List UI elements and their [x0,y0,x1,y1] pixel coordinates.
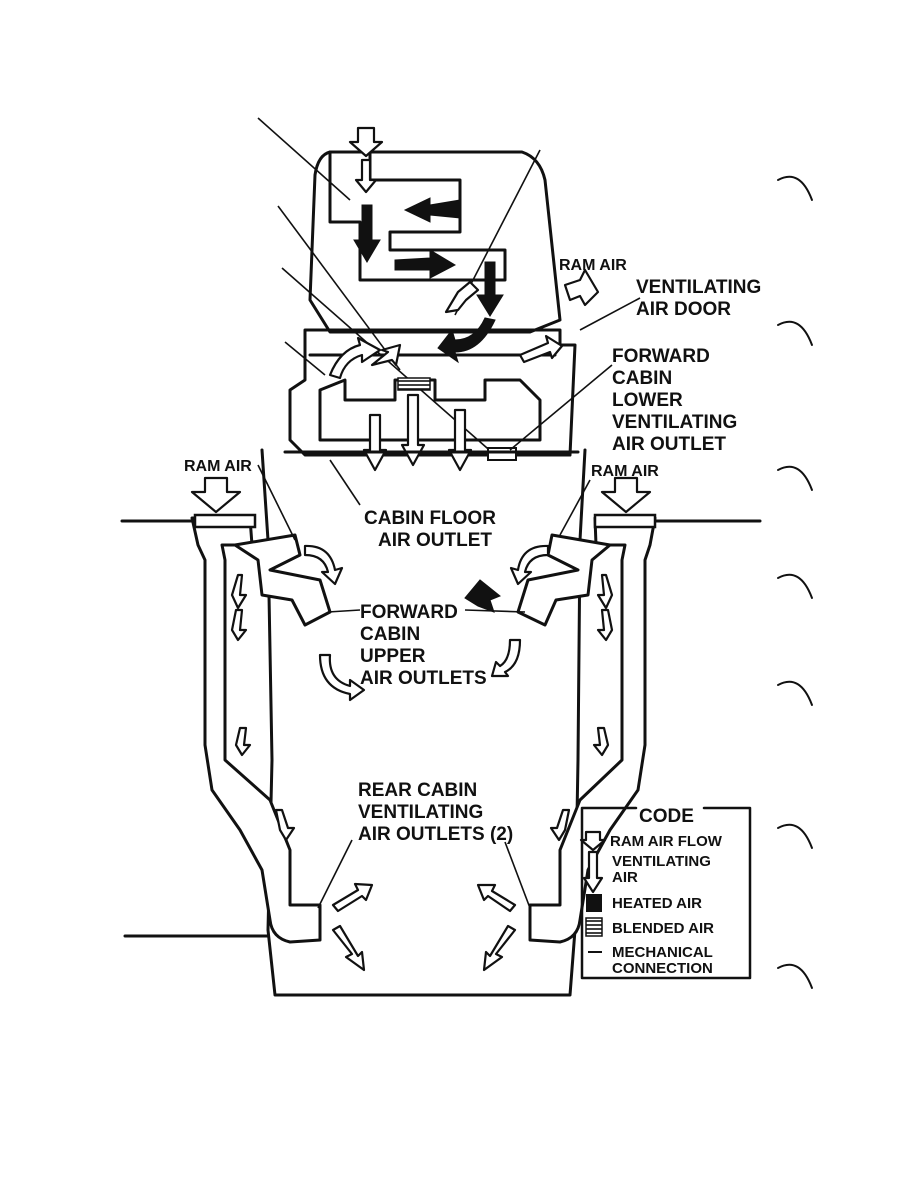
label-rear-cabin-1: REAR CABIN [358,780,477,801]
ventilating-arrow-icon [582,850,604,894]
label-leaders [257,297,641,909]
label-forward-cabin-lower-1: FORWARD [612,346,710,367]
ram-air-inlet-arrows [190,268,652,514]
legend-item-ventilating-2: AIR [612,869,638,886]
label-ram-air-right: RAM AIR [591,463,659,480]
label-cabin-floor-outlet-2: AIR OUTLET [378,530,492,551]
label-forward-cabin-lower-5: AIR OUTLET [612,434,726,455]
label-forward-cabin-lower-2: CABIN [612,368,672,389]
label-ram-air-top: RAM AIR [559,257,627,274]
heated-air-arrows [353,197,504,613]
top-ram-air-arrow [348,126,384,194]
label-forward-cabin-lower-3: LOWER [612,390,683,411]
binder-marks [777,175,813,989]
cabin-outlet-arrows [303,544,550,972]
legend-item-ram-air-flow: RAM AIR FLOW [610,833,723,850]
label-rear-cabin-2: VENTILATING [358,802,483,823]
legend-item-heated-air: HEATED AIR [612,895,702,912]
legend: CODE RAM AIR FLOW VENTILATING AIR HEATED… [579,806,752,980]
striped-square-icon [585,917,603,937]
label-ventilating-air-door-1: VENTILATING [636,277,761,298]
label-forward-cabin-upper-4: AIR OUTLETS [360,668,487,689]
legend-item-mechanical-1: MECHANICAL [612,944,713,961]
open-arrow-icon [579,830,607,852]
floor-outlet-bracket-right [487,447,517,461]
label-forward-cabin-upper-2: CABIN [360,624,420,645]
diagram-labels: RAM AIR VENTILATING AIR DOOR FORWARD CAB… [184,257,761,845]
right-duct [516,513,657,944]
legend-item-mechanical-2: CONNECTION [612,960,713,977]
label-forward-cabin-upper-1: FORWARD [360,602,458,623]
legend-item-blended-air: BLENDED AIR [612,920,714,937]
blended-air-block [397,377,431,391]
leader-lines [257,117,541,456]
ventilating-air-arrows [328,280,564,472]
label-forward-cabin-lower-4: VENTILATING [612,412,737,433]
label-rear-cabin-3: AIR OUTLETS (2) [358,824,513,845]
label-cabin-floor-outlet-1: CABIN FLOOR [364,508,496,529]
label-forward-cabin-upper-3: UPPER [360,646,426,667]
label-ram-air-left: RAM AIR [184,458,252,475]
left-duct [190,513,332,944]
label-ventilating-air-door-2: AIR DOOR [636,299,731,320]
legend-title: CODE [639,806,694,827]
solid-square-icon [586,894,602,912]
heater-box [288,150,577,461]
cabin-body [120,448,762,997]
legend-item-ventilating-1: VENTILATING [612,853,711,870]
